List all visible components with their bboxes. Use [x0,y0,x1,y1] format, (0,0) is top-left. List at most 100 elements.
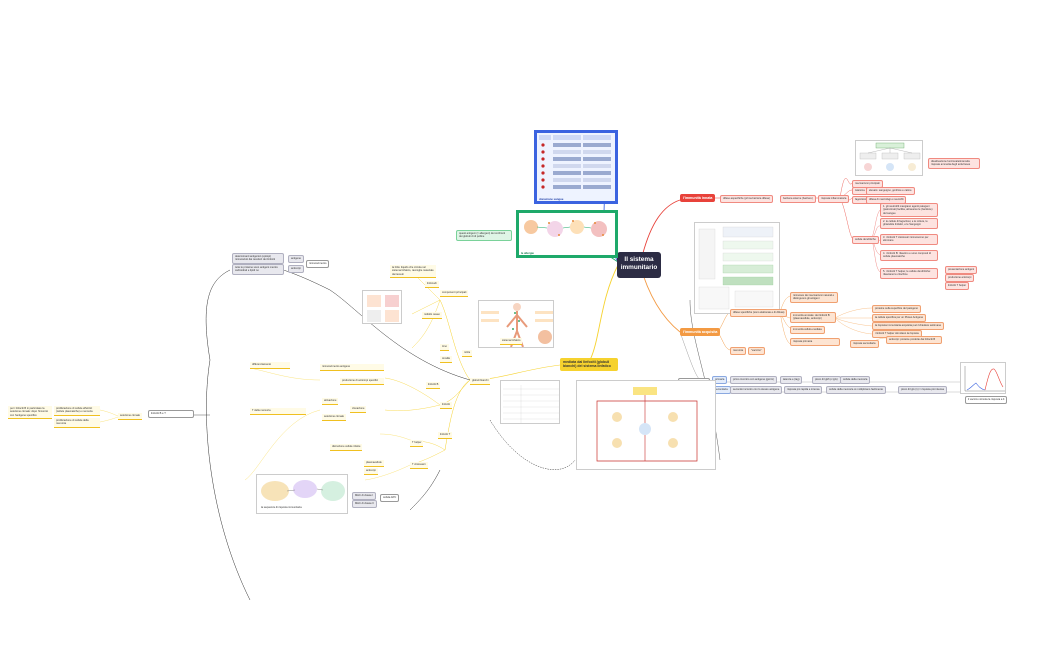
lymph-node-1[interactable]: la linfa: liquido che circola nel sistem… [390,265,436,279]
allergy-desc-text: questi antigeni (= allergeni) dei confro… [459,232,506,239]
innate-node-1-text: barriera esterne (barriere) [783,197,813,201]
topic-innate[interactable]: l'immunità innata [680,194,716,203]
lymph-node-19[interactable]: riconoscimento antigene [320,364,384,371]
acquired-node-9-text: la cellula specifica per un Ptoteo Antig… [875,316,924,320]
lymph-node-17[interactable]: anticorpi [364,468,378,475]
response-n2[interactable]: latenza e (lag) [780,376,803,384]
innate-node-9[interactable]: 1. gli neutrofili mangiano agenti patoge… [880,203,938,218]
lymph-node-18[interactable]: produzione di anticorpi specifici [340,378,384,385]
left-n11[interactable]: proliferazione di cellule della memoria [54,418,100,428]
response-n3[interactable]: picco di IgM (o IgG) [812,376,841,384]
cells-table-image [500,380,560,424]
lymph-node-16[interactable]: plasmacellule [364,460,384,467]
innate-node-12[interactable]: 4. i linfociti B: rilascino e sono compo… [880,250,938,261]
acquired-node-5[interactable]: risposta secondaria [850,340,879,348]
response-chart-note[interactable]: il vaccino stimola la risposta a lt [965,396,1008,404]
innate-node-0[interactable]: difese aspecifiche (prima barriera difes… [720,195,773,203]
response-n4[interactable]: cellule della memoria [840,376,871,384]
left-n4[interactable]: anticorpi [288,265,304,273]
response-n5-text: secondo incontro con lo stesso antigene [733,388,780,392]
cells-table-graphic [503,385,559,423]
response-n1[interactable]: primo incontro con antigene (giorni) [730,376,777,384]
lymph-node-25[interactable]: MHC di classe I [352,492,377,500]
response-n8[interactable]: picco di IgG (1) = risposta più intensa [898,386,947,394]
acquired-node-9[interactable]: la cellula specifica per un Ptoteo Antig… [872,314,927,322]
left-n9[interactable]: per i linfociti B in particolare la sele… [8,406,52,420]
left-n5[interactable]: riconoscimento [306,260,330,268]
central-topic[interactable]: Il sistema immunitario [617,252,661,278]
left-n1[interactable]: determinanti antigenici (epitopi) ricono… [232,253,284,264]
innate-node-2[interactable]: risposta infiammatoria [818,195,850,203]
response-n7[interactable]: cellule della memoria si moltiplicano fa… [826,386,886,394]
acquired-node-10[interactable]: la risposta immunitaria acquisita può ri… [872,322,945,330]
acquired-node-4[interactable]: risposta primaria [790,338,840,346]
allergy-desc[interactable]: questi antigeni (= allergeni) dei confro… [456,230,512,241]
acquired-node-1[interactable]: riconosce dei meccanismi naturali e dist… [790,292,838,303]
lymph-node-3[interactable]: linfonodi [425,281,439,288]
lymph-node-10-text: linfociti [442,403,450,407]
response-n5[interactable]: secondo incontro con lo stesso antigene [730,386,783,394]
response-chart-image [960,362,1006,394]
acquired-node-0[interactable]: difese specifiche (sono elaborate e di d… [730,309,788,317]
response-n6[interactable]: risposta più rapida e intensa [784,386,823,394]
lymph-node-6[interactable]: milza [462,350,473,357]
lymph-node-14-text: T citotossici [412,463,426,467]
topic-lymphatic-label: mediata dai linfociti (globuli bianchi) … [563,360,611,369]
left-n8[interactable]: selezione clonale [118,413,142,420]
lymph-node-27-text: cellula APC [383,496,397,500]
topic-acquired[interactable]: l'immunità acquisita [680,328,721,337]
acquired-node-3[interactable]: immunità cellulo-mediata [790,326,825,334]
lymph-node-11[interactable]: linfociti B [426,382,441,389]
innate-node-11[interactable]: 3. i linfociti T citotossici riconoscono… [880,234,938,245]
acquired-node-5-text: risposta secondaria [853,342,876,346]
lymph-node-13[interactable]: T helper [410,440,424,447]
cell-types-graphic [859,142,921,171]
lymph-node-12[interactable]: linfociti T [438,432,453,439]
response-secondary-text: secondaria [715,388,728,392]
acquired-node-7[interactable]: "vaccino" [748,347,765,355]
lymph-node-5[interactable]: timo [440,344,449,351]
left-n2[interactable]: tutte le proteine sono antigeni mentre c… [232,264,284,275]
lymph-node-24[interactable]: distruzione cellule infette [330,444,363,451]
lymph-node-7[interactable]: tonsille [440,356,453,363]
left-n12[interactable]: linfociti B e T [148,410,194,418]
lymph-node-0[interactable]: sistema linfatico [500,338,523,345]
acquired-node-6[interactable]: memoria [730,347,747,355]
innate-node-16[interactable]: produzione anticorpi [945,274,975,282]
innate-node-5-text: fagocitosi [855,198,866,202]
lymph-node-12-text: linfociti T [440,433,451,437]
lymph-node-26[interactable]: MHC di classe II [352,500,377,508]
response-primary[interactable]: primaria [712,376,728,384]
topic-lymphatic[interactable]: mediata dai linfociti (globuli bianchi) … [560,358,618,371]
innate-node-7[interactable]: elevato: sanguigno, gonfiore e calore [866,187,915,195]
lymph-node-15[interactable]: T della memoria [250,408,306,415]
lymph-node-9[interactable]: globuli bianchi [470,378,491,385]
lymph-node-27[interactable]: cellula APC [380,494,400,502]
innate-node-14[interactable]: disattivazione funzionale/intensità risp… [928,158,980,169]
acquired-node-2[interactable]: immunità umorale: dei linfociti B (plasm… [790,312,836,323]
lymph-node-23[interactable]: selezione clonale [322,414,346,421]
lymph-node-2-text: componenti principali [442,291,467,295]
acquired-node-8[interactable]: proteine sulla superficie del patogeno [872,305,921,313]
lymph-node-21[interactable]: clonazione [350,406,367,413]
left-n3[interactable]: antigene [288,255,304,263]
innate-node-6[interactable]: cellule dendritiche [852,236,879,244]
innate-node-17[interactable]: linfociti T helper [945,282,970,290]
response-n1-text: primo incontro con antigene (giorni) [733,378,774,382]
lymph-node-22[interactable]: differenziamento [250,362,290,369]
innate-node-10[interactable]: 2. le cellule di fagocitosi, e le rottur… [880,218,938,229]
lymph-node-18-text: produzione di anticorpi specifici [342,379,379,383]
innate-node-1[interactable]: barriera esterne (barriere) [780,195,816,203]
left-n10[interactable]: proliferazione di cellule effettrici (ce… [54,406,100,416]
innate-node-13[interactable]: 5. i linfociti T helper, le cellule dend… [880,268,938,279]
lymph-node-2[interactable]: componenti principali [440,290,469,297]
acquired-node-13[interactable]: anticorpi: proteine prodotte dai linfoci… [886,336,942,344]
lymph-node-6-text: milza [464,351,471,355]
lymph-node-10[interactable]: linfociti [440,402,452,409]
lymph-node-4[interactable]: midollo osseo [422,312,442,319]
lymph-node-14[interactable]: T citotossici [410,462,428,469]
innate-node-15[interactable]: presentazione antigeni [945,266,978,274]
lymphatic-graphic [481,303,553,347]
lymph-node-20[interactable]: attivazione [322,398,339,405]
